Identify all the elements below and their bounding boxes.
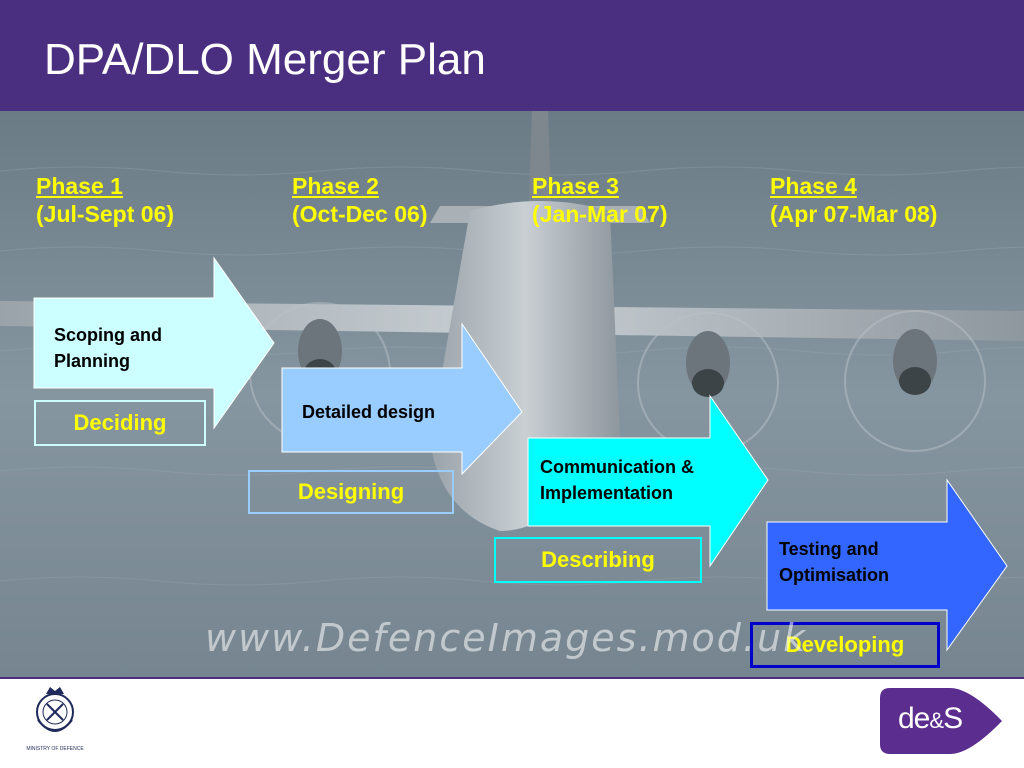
step-4-label-line2: Optimisation	[779, 565, 890, 585]
step-3-arrow-fill	[527, 394, 769, 568]
step-1-label-line1: Scoping and	[54, 325, 162, 345]
slide-title: DPA/DLO Merger Plan	[44, 35, 486, 84]
step-2-arrow-fill	[281, 322, 523, 476]
step-3-label-line1: Communication &	[540, 457, 695, 477]
step-3-arrow: Communication & Implementation	[527, 394, 769, 568]
des-logo-s: S	[943, 702, 963, 735]
des-logo: de&S	[880, 688, 1002, 754]
step-2-label-line1: Detailed design	[302, 402, 436, 422]
step-1-label: Scoping and Planning	[54, 322, 162, 374]
des-logo-de: de	[898, 702, 930, 735]
photo-watermark: www.DefenceImages.mod.uk	[205, 616, 808, 660]
step-1-arrow: Scoping and Planning	[33, 256, 275, 430]
mod-logo: MINISTRY OF DEFENCE	[20, 684, 90, 756]
step-4-label-line1: Testing and	[779, 539, 879, 559]
phase-1-title: Phase 1	[36, 173, 123, 199]
phase-2-heading: Phase 2 (Oct-Dec 06)	[292, 172, 427, 228]
step-4-arrow-shape	[766, 478, 1008, 652]
step-1-label-line2: Planning	[54, 351, 130, 371]
step-4-arrow-fill	[766, 478, 1008, 652]
tag-describing: Describing	[494, 537, 702, 583]
title-bar: DPA/DLO Merger Plan	[0, 0, 1024, 111]
step-3-label-line2: Implementation	[540, 483, 674, 503]
des-logo-amp: &	[929, 708, 944, 733]
tag-developing: Developing	[750, 622, 940, 668]
phase-3-heading: Phase 3 (Jan-Mar 07)	[532, 172, 667, 228]
step-1-arrow-fill	[33, 256, 275, 430]
phase-4-title: Phase 4	[770, 173, 857, 199]
des-logo-shape	[880, 688, 1002, 754]
phase-2-dates: (Oct-Dec 06)	[292, 201, 428, 227]
des-logo-text: de&S	[898, 702, 963, 736]
tag-designing: Designing	[248, 470, 454, 514]
step-3-arrow-shape	[527, 394, 769, 568]
phase-3-title: Phase 3	[532, 173, 619, 199]
aircraft-photo	[0, 111, 1024, 677]
mod-caption: MINISTRY OF DEFENCE	[26, 746, 84, 752]
step-3-label: Communication & Implementation	[540, 454, 694, 506]
step-4-label: Testing and Optimisation	[779, 536, 889, 588]
phase-1-dates: (Jul-Sept 06)	[36, 201, 175, 227]
phase-2-title: Phase 2	[292, 173, 379, 199]
step-1-arrow-shape	[33, 256, 275, 430]
footer-divider	[0, 677, 1024, 679]
step-2-arrow-shape	[281, 322, 523, 476]
step-2-label: Detailed design	[302, 399, 435, 425]
tag-deciding: Deciding	[34, 400, 206, 446]
mod-crest-icon: MINISTRY OF DEFENCE	[26, 687, 84, 752]
phase-4-heading: Phase 4 (Apr 07-Mar 08)	[770, 172, 937, 228]
aircraft-image	[0, 111, 1024, 677]
step-4-arrow: Testing and Optimisation	[766, 478, 1008, 652]
phase-1-heading: Phase 1 (Jul-Sept 06)	[36, 172, 174, 228]
phase-4-dates: (Apr 07-Mar 08)	[770, 201, 938, 227]
step-2-arrow: Detailed design	[281, 322, 523, 476]
phase-3-dates: (Jan-Mar 07)	[532, 201, 668, 227]
